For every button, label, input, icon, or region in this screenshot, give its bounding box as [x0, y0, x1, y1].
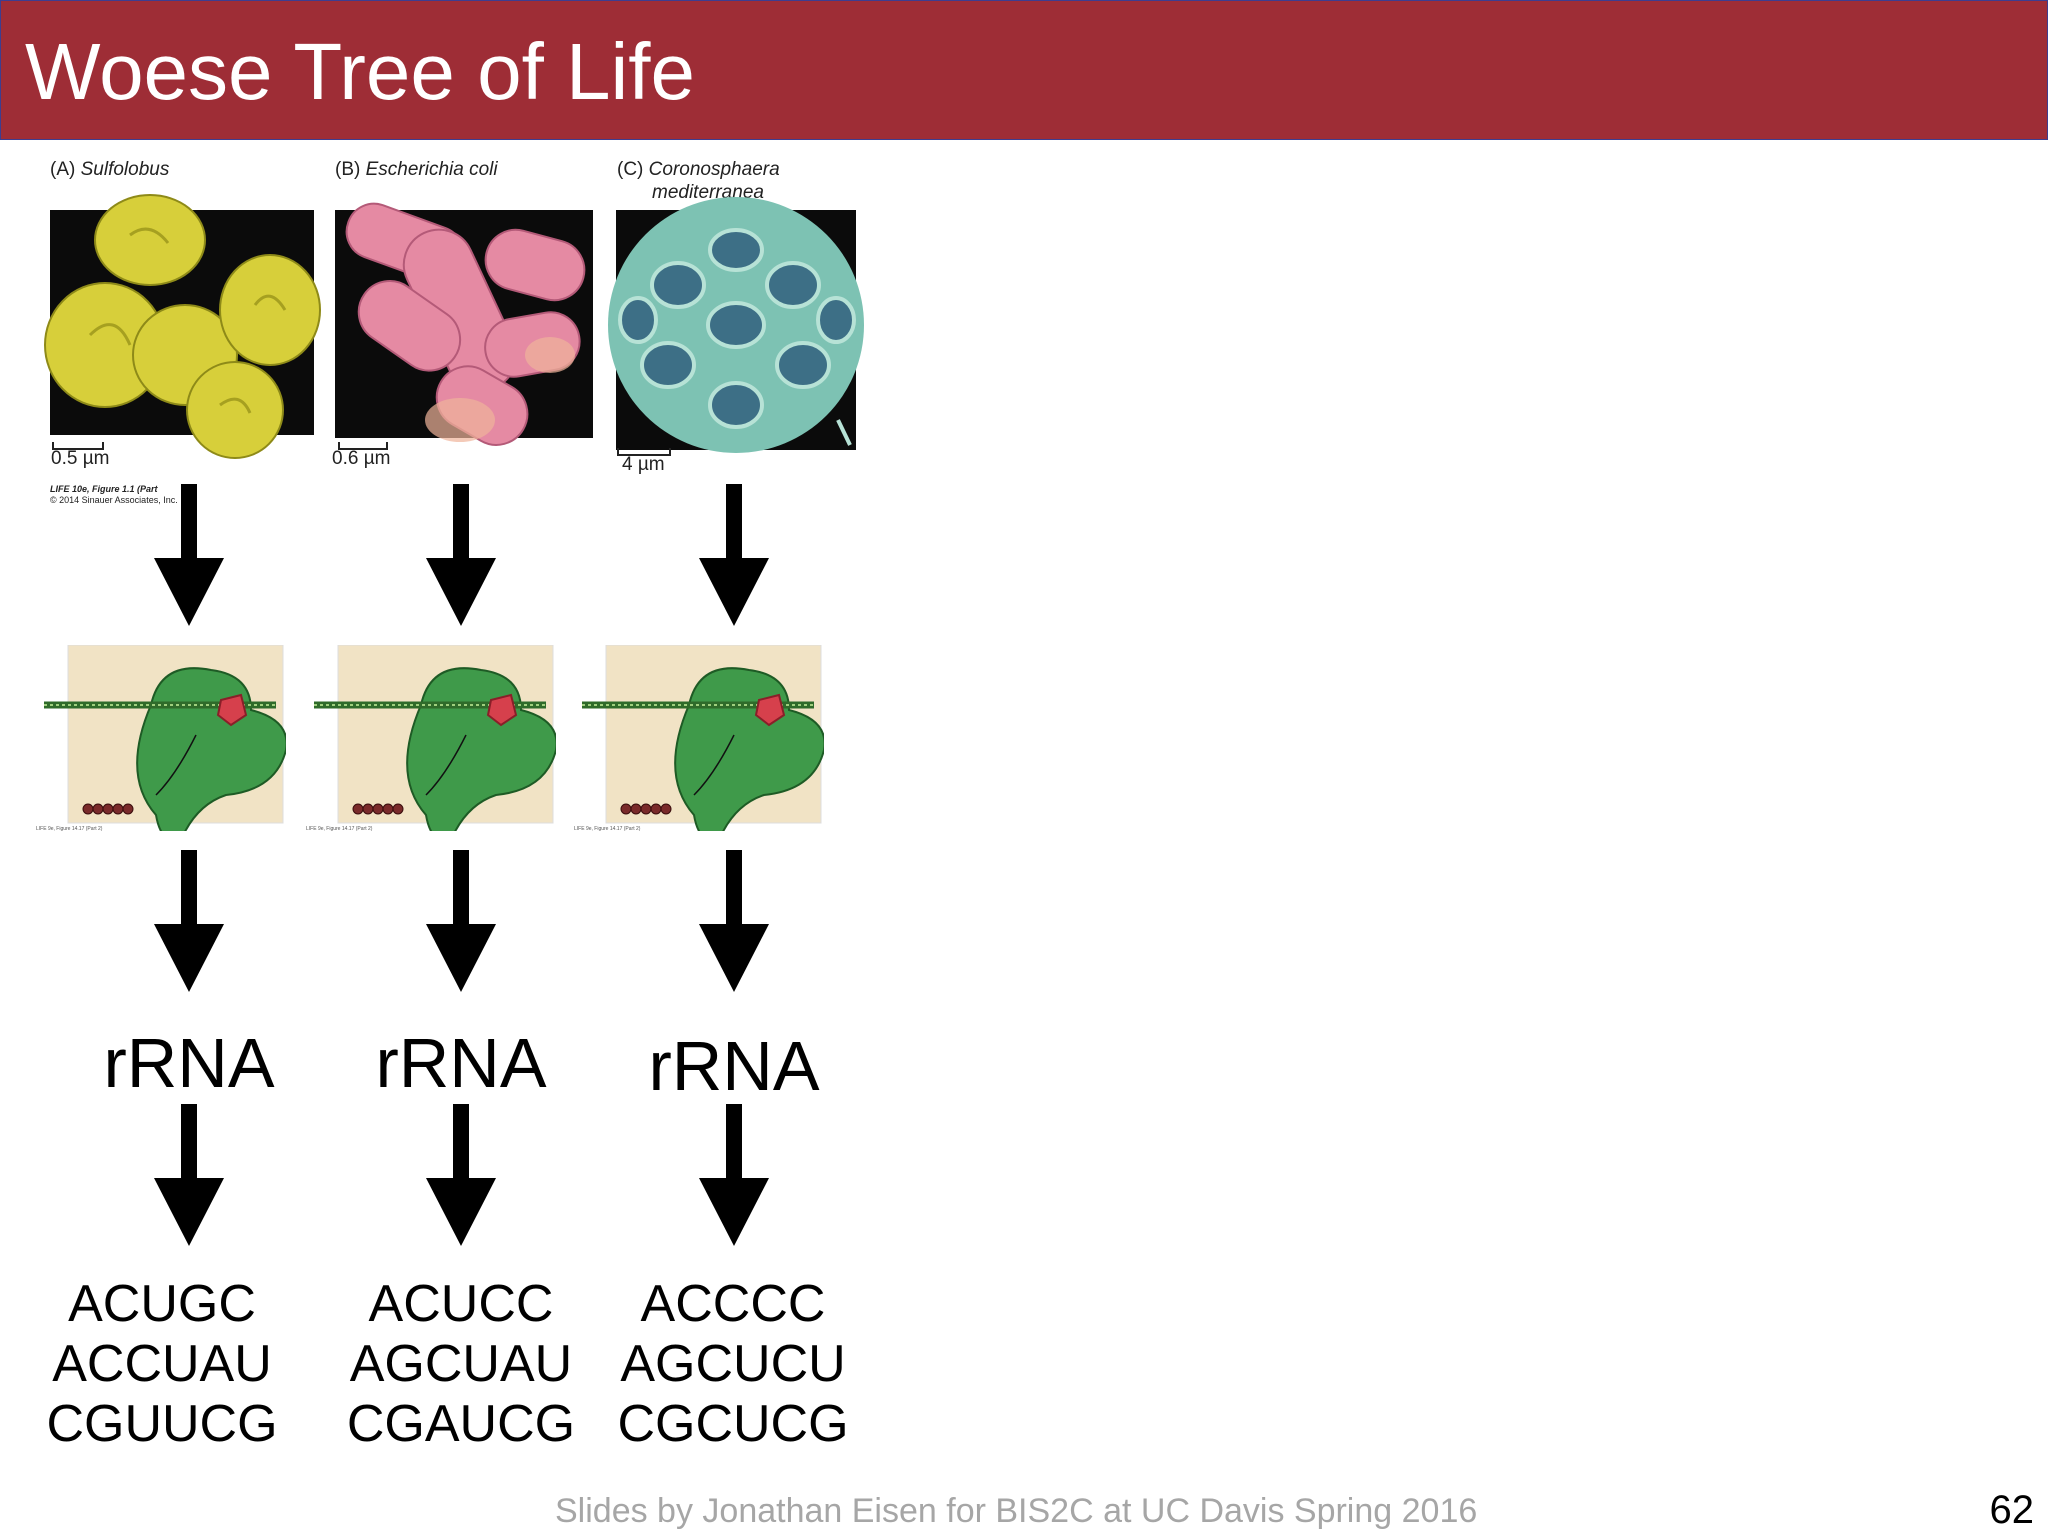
panel-a-letter: (A) — [50, 159, 76, 180]
down-arrow-icon — [699, 1104, 769, 1246]
panel-b-species: Escherichia coli — [365, 159, 498, 180]
sequence-line: AGCUAU — [349, 1335, 573, 1393]
down-arrow-icon — [154, 484, 224, 626]
down-arrow-icon — [699, 850, 769, 992]
down-arrow-icon — [426, 850, 496, 992]
ribosome-diagram — [582, 645, 824, 831]
panel-a-species: Sulfolobus — [80, 159, 170, 180]
down-arrow-icon — [154, 1104, 224, 1246]
micrograph-sulfolobus — [44, 194, 321, 459]
figure-credit: LIFE 10e, Figure 1.1 (Part © 2014 Sinaue… — [50, 484, 178, 506]
sequence-line: ACCCC — [640, 1275, 826, 1333]
ribosome-caption: LIFE 9e, Figure 14.17 (Part 2) — [574, 826, 641, 832]
down-arrow-icon — [699, 484, 769, 626]
credit-title: LIFE 10e, Figure 1.1 (Part — [50, 484, 158, 494]
scale-label-a: 0.5 µm — [51, 448, 110, 469]
scale-label-c: 4 µm — [622, 454, 665, 475]
scale-bar-a — [52, 442, 104, 450]
slide-title: Woese Tree of Life — [25, 27, 695, 116]
sequence-block: ACCCC AGCUCU CGCUCG — [603, 1274, 863, 1454]
down-arrow-icon — [154, 850, 224, 992]
ribosome-caption: LIFE 9e, Figure 14.17 (Part 2) — [306, 826, 373, 832]
scale-label-b: 0.6 µm — [332, 448, 391, 469]
panel-c-species-1: Coronosphaera — [648, 159, 780, 180]
sequence-line: ACCUAU — [52, 1335, 272, 1393]
panel-b-label: (B) Escherichia coli — [335, 158, 498, 181]
sequence-block: ACUGC ACCUAU CGUUCG — [32, 1274, 292, 1454]
ribosome-diagram — [314, 645, 556, 831]
slide-footer: Slides by Jonathan Eisen for BIS2C at UC… — [555, 1492, 1478, 1530]
scale-bar-c — [617, 448, 671, 456]
scale-bar-b — [338, 442, 388, 450]
sequence-line: CGUUCG — [46, 1395, 278, 1453]
sequence-line: CGCUCG — [617, 1395, 849, 1453]
down-arrow-icon — [426, 1104, 496, 1246]
sequence-line: AGCUCU — [620, 1335, 846, 1393]
ribosome-caption: LIFE 9e, Figure 14.17 (Part 2) — [36, 826, 103, 832]
sequence-block: ACUCC AGCUAU CGAUCG — [331, 1274, 591, 1454]
panel-c-letter: (C) — [617, 159, 644, 180]
panel-b-letter: (B) — [335, 159, 361, 180]
micrograph-coronosphaera — [608, 197, 864, 453]
rrna-label: rRNA — [648, 1027, 820, 1105]
credit-copyright: © 2014 Sinauer Associates, Inc. — [50, 495, 178, 505]
sequence-line: ACUCC — [368, 1275, 554, 1333]
rrna-label: rRNA — [103, 1024, 275, 1102]
rrna-label: rRNA — [375, 1024, 547, 1102]
page-number: 62 — [1989, 1488, 2035, 1532]
down-arrow-icon — [426, 484, 496, 626]
title-bar: Woese Tree of Life — [0, 0, 2048, 140]
panel-a-label: (A) Sulfolobus — [50, 158, 169, 181]
sequence-line: ACUGC — [68, 1275, 256, 1333]
sequence-line: CGAUCG — [346, 1395, 576, 1453]
micrograph-ecoli — [335, 202, 593, 446]
ribosome-diagram — [44, 645, 286, 831]
panel-c-label: (C) Coronosphaera — [617, 158, 780, 181]
